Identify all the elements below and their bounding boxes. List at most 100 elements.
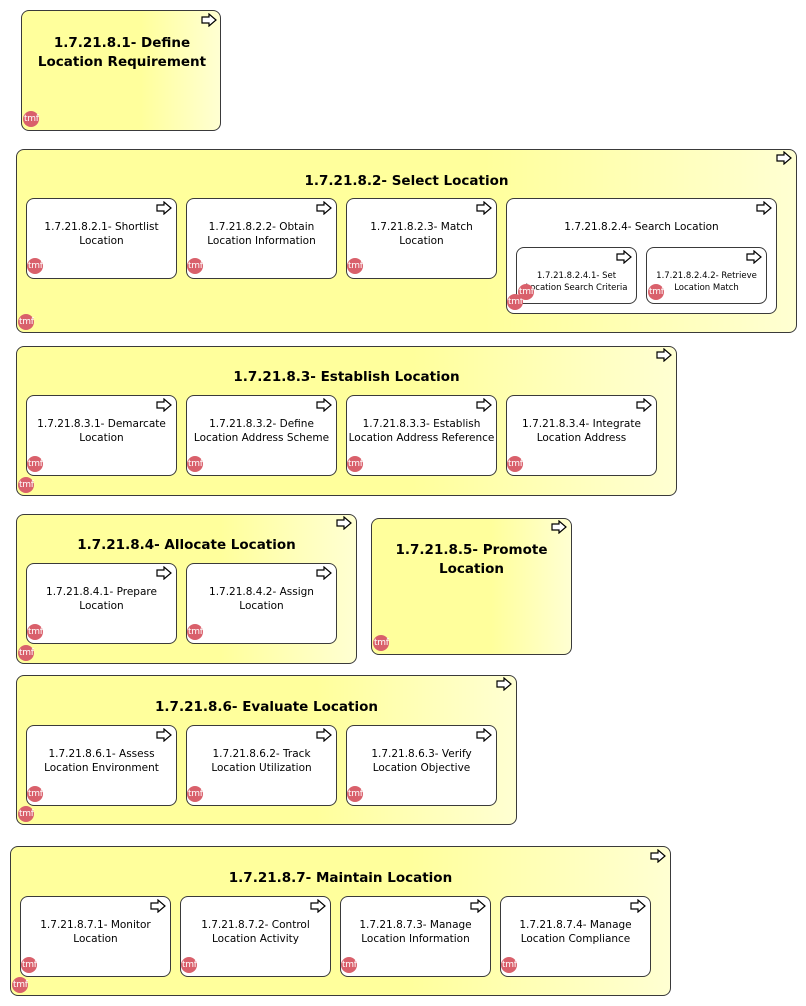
process-title: 1.7.21.8.1- Define Location Requirement (37, 35, 207, 70)
tmf-logo-icon: tmf (23, 111, 39, 127)
process-title: 1.7.21.8.3- Establish Location (233, 369, 460, 385)
tmf-logo-icon: tmf (18, 645, 34, 661)
subprocess-label: 1.7.21.8.7.1- Monitor Location (40, 919, 151, 945)
tmf-logo-icon: tmf (27, 456, 43, 472)
subprocess-assign-location[interactable]: 1.7.21.8.4.2- Assign Location (186, 563, 337, 644)
process-title: 1.7.21.8.7- Maintain Location (228, 870, 453, 886)
process-arrow-icon (496, 677, 512, 691)
subprocess-monitor-location[interactable]: 1.7.21.8.7.1- Monitor Location (20, 896, 171, 977)
process-arrow-icon (336, 516, 352, 530)
tmf-logo-icon: tmf (347, 456, 363, 472)
process-arrow-icon (156, 566, 172, 580)
subprocess-label: 1.7.21.8.3.2- Define Location Address Sc… (193, 418, 330, 444)
tmf-logo-icon: tmf (187, 786, 203, 802)
process-arrow-icon (470, 899, 486, 913)
tmf-logo-icon: tmf (507, 456, 523, 472)
process-arrow-icon (316, 728, 332, 742)
process-arrow-icon (756, 201, 772, 215)
subprocess-establish-location-address-reference[interactable]: 1.7.21.8.3.3- Establish Location Address… (346, 395, 497, 476)
subprocess-obtain-location-information[interactable]: 1.7.21.8.2.2- Obtain Location Informatio… (186, 198, 337, 279)
process-arrow-icon (650, 849, 666, 863)
subprocess-label: 1.7.21.8.2.2- Obtain Location Informatio… (207, 221, 316, 247)
process-define-location-requirement[interactable]: 1.7.21.8.1- Define Location Requirement (21, 10, 221, 131)
subprocess-control-location-activity[interactable]: 1.7.21.8.7.2- Control Location Activity (180, 896, 331, 977)
tmf-badge-text: tmf (19, 480, 34, 490)
process-arrow-icon (476, 201, 492, 215)
subprocess-label: 1.7.21.8.6.1- Assess Location Environmen… (44, 748, 159, 774)
tmf-badge-text: tmf (188, 459, 203, 469)
process-promote-location[interactable]: 1.7.21.8.5- Promote Location (371, 518, 572, 655)
tmf-logo-icon: tmf (12, 977, 28, 993)
process-title: 1.7.21.8.4- Allocate Location (77, 537, 296, 553)
process-arrow-icon (150, 899, 166, 913)
tmf-badge-text: tmf (508, 297, 523, 307)
subprocess-label: 1.7.21.8.2.4- Search Location (564, 221, 719, 233)
tmf-badge-text: tmf (28, 789, 43, 799)
tmf-logo-icon: tmf (373, 635, 389, 651)
subprocess-match-location[interactable]: 1.7.21.8.2.3- Match Location (346, 198, 497, 279)
process-arrow-icon (156, 201, 172, 215)
process-arrow-icon (746, 250, 762, 264)
tmf-logo-icon: tmf (18, 477, 34, 493)
subprocess-label: 1.7.21.8.4.1- Prepare Location (46, 586, 157, 612)
subprocess-label: 1.7.21.8.2.1- Shortlist Location (44, 221, 159, 247)
process-arrow-icon (551, 520, 567, 534)
tmf-badge-text: tmf (19, 648, 34, 658)
subprocess-define-location-address-scheme[interactable]: 1.7.21.8.3.2- Define Location Address Sc… (186, 395, 337, 476)
subprocess-assess-location-environment[interactable]: 1.7.21.8.6.1- Assess Location Environmen… (26, 725, 177, 806)
subprocess-integrate-location-address[interactable]: 1.7.21.8.3.4- Integrate Location Address (506, 395, 657, 476)
subprocess-shortlist-location[interactable]: 1.7.21.8.2.1- Shortlist Location (26, 198, 177, 279)
process-arrow-icon (776, 151, 792, 165)
tmf-badge-text: tmf (24, 114, 39, 124)
tmf-badge-text: tmf (374, 638, 389, 648)
tmf-logo-icon: tmf (347, 258, 363, 274)
subprocess-label: 1.7.21.8.6.2- Track Location Utilization (211, 748, 312, 774)
process-arrow-icon (630, 899, 646, 913)
subprocess-demarcate-location[interactable]: 1.7.21.8.3.1- Demarcate Location (26, 395, 177, 476)
tmf-logo-icon: tmf (518, 284, 534, 300)
process-arrow-icon (156, 398, 172, 412)
process-arrow-icon (316, 566, 332, 580)
process-arrow-icon (616, 250, 632, 264)
subprocess-track-location-utilization[interactable]: 1.7.21.8.6.2- Track Location Utilization (186, 725, 337, 806)
tmf-logo-icon: tmf (21, 957, 37, 973)
subprocess-manage-location-information[interactable]: 1.7.21.8.7.3- Manage Location Informatio… (340, 896, 491, 977)
tmf-badge-text: tmf (182, 960, 197, 970)
tmf-badge-text: tmf (13, 980, 28, 990)
subprocess-label: 1.7.21.8.7.2- Control Location Activity (201, 919, 310, 945)
tmf-badge-text: tmf (348, 789, 363, 799)
tmf-logo-icon: tmf (187, 624, 203, 640)
tmf-badge-text: tmf (28, 459, 43, 469)
tmf-logo-icon: tmf (27, 258, 43, 274)
subprocess-label: 1.7.21.8.7.4- Manage Location Compliance (519, 919, 632, 945)
tmf-badge-text: tmf (348, 459, 363, 469)
process-arrow-icon (201, 13, 217, 27)
tmf-logo-icon: tmf (187, 456, 203, 472)
subprocess-verify-location-objective[interactable]: 1.7.21.8.6.3- Verify Location Objective (346, 725, 497, 806)
tmf-logo-icon: tmf (187, 258, 203, 274)
tmf-badge-text: tmf (22, 960, 37, 970)
subprocess-manage-location-compliance[interactable]: 1.7.21.8.7.4- Manage Location Compliance (500, 896, 651, 977)
tmf-badge-text: tmf (502, 960, 517, 970)
tmf-badge-text: tmf (188, 789, 203, 799)
tmf-logo-icon: tmf (501, 957, 517, 973)
process-arrow-icon (316, 201, 332, 215)
tmf-badge-text: tmf (649, 287, 664, 297)
tmf-badge-text: tmf (508, 459, 523, 469)
tmf-badge-text: tmf (19, 317, 34, 327)
process-arrow-icon (156, 728, 172, 742)
tmf-logo-icon: tmf (27, 624, 43, 640)
subprocess-prepare-location[interactable]: 1.7.21.8.4.1- Prepare Location (26, 563, 177, 644)
subprocess-label: 1.7.21.8.3.3- Establish Location Address… (348, 418, 495, 444)
tmf-logo-icon: tmf (18, 806, 34, 822)
process-arrow-icon (476, 728, 492, 742)
tmf-logo-icon: tmf (507, 294, 523, 310)
process-arrow-icon (636, 398, 652, 412)
tmf-badge-text: tmf (28, 261, 43, 271)
tmf-badge-text: tmf (342, 960, 357, 970)
tmf-logo-icon: tmf (347, 786, 363, 802)
subprocess-label: 1.7.21.8.2.3- Match Location (370, 221, 473, 247)
subprocess-label: 1.7.21.8.3.1- Demarcate Location (37, 418, 166, 444)
process-title: 1.7.21.8.2- Select Location (304, 173, 509, 189)
subprocess-label: 1.7.21.8.2.4.1- Set Location Search Crit… (525, 271, 628, 293)
